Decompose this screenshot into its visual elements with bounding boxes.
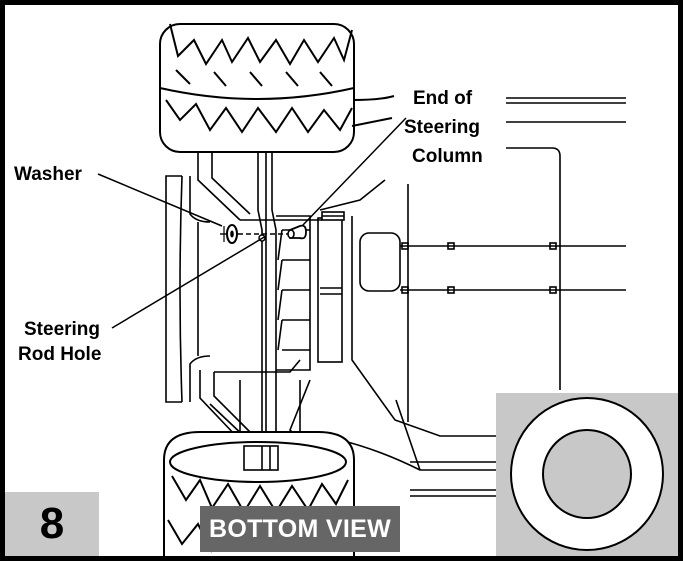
callout-washer: Washer — [14, 164, 83, 185]
view-label: BOTTOM VIEW — [200, 506, 400, 552]
view-label-text: BOTTOM VIEW — [209, 514, 391, 543]
washer-detail-icon — [510, 397, 664, 551]
washer-part — [220, 224, 238, 244]
steering-column-end — [287, 224, 307, 240]
steering-frame — [165, 130, 345, 471]
callout-column-line3: Column — [412, 146, 483, 167]
steering-column-lower — [243, 445, 279, 471]
callout-rod-hole-line1: Steering — [24, 319, 100, 340]
washer-detail-inset — [496, 393, 678, 556]
front-wheel-top — [159, 23, 395, 153]
callout-leaders — [97, 117, 407, 329]
callout-column-line1: End of — [413, 88, 473, 109]
callout-column-line2: Steering — [404, 117, 480, 138]
callout-rod-hole-line2: Rod Hole — [18, 344, 101, 365]
step-number-badge: 8 — [5, 492, 99, 556]
step-number: 8 — [39, 499, 65, 548]
vehicle-body-outline — [319, 97, 626, 497]
